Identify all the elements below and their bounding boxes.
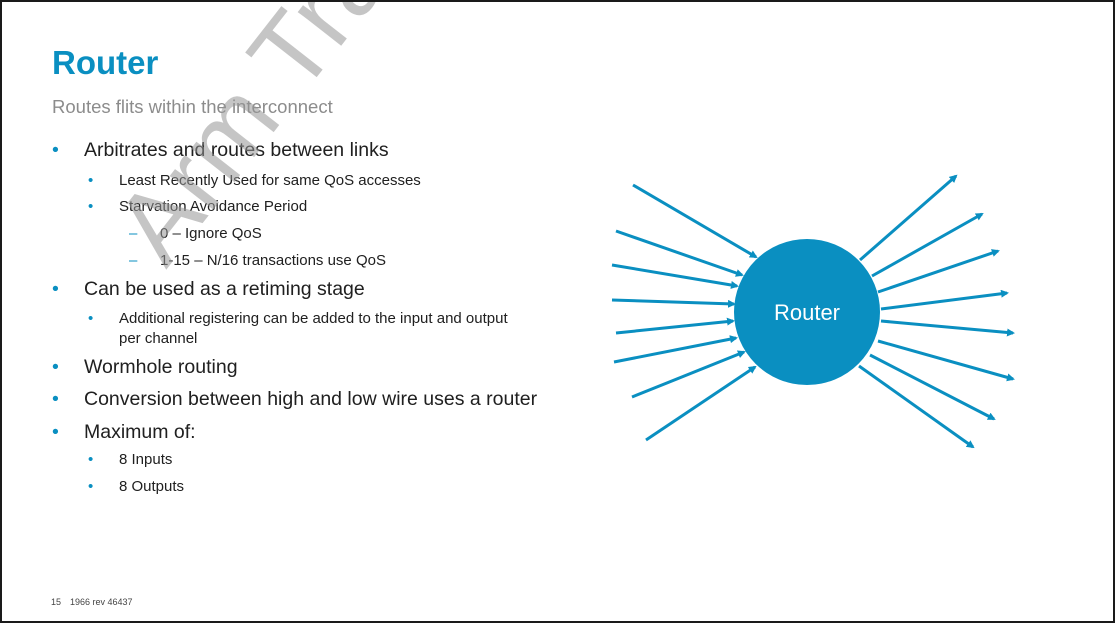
input-arrow [645, 365, 757, 442]
input-arrow [613, 335, 738, 364]
output-arrow [859, 174, 958, 262]
output-arrow [877, 339, 1015, 382]
bullet-item: 1-15 – N/16 transactions use QoS [160, 252, 386, 269]
bullet-item-continued: per channel [119, 330, 198, 347]
bullet-item: 0 – Ignore QoS [160, 225, 262, 242]
output-arrow [871, 212, 984, 278]
bullet-marker: – [129, 252, 138, 269]
bullet-marker: • [52, 388, 59, 410]
bullet-marker: • [52, 421, 59, 443]
output-arrow [877, 249, 1000, 294]
input-arrow [611, 298, 736, 308]
bullet-item: 8 Inputs [119, 451, 173, 468]
bullet-item: Conversion between high and low wire use… [84, 388, 538, 410]
bullet-marker: • [52, 278, 59, 300]
bullet-item: Least Recently Used for same QoS accesse… [119, 172, 421, 189]
slide-title: Router [52, 44, 159, 81]
bullet-marker: • [88, 451, 94, 468]
bullet-marker: – [129, 225, 138, 242]
bullet-marker: • [52, 356, 59, 378]
input-arrow [615, 317, 735, 335]
bullet-marker: • [88, 172, 94, 189]
bullet-marker: • [88, 478, 94, 495]
router-node-label: Router [774, 300, 840, 325]
slide-subtitle: Routes flits within the interconnect [52, 96, 333, 117]
output-arrow [858, 364, 975, 449]
bullet-item: Starvation Avoidance Period [119, 198, 308, 215]
bullet-item: 8 Outputs [119, 478, 185, 495]
bullet-item: Additional registering can be added to t… [119, 310, 508, 327]
output-arrows [858, 174, 1015, 449]
page-number: 15 [51, 597, 62, 607]
bullet-list: • Arbitrates and routes between links • … [2, 2, 642, 562]
bullet-marker: • [88, 310, 94, 327]
router-node [734, 239, 880, 385]
input-arrow [631, 350, 746, 399]
bullet-item: Wormhole routing [84, 356, 238, 378]
bullet-marker: • [88, 198, 94, 215]
output-arrow [880, 319, 1015, 337]
slide-footer: 15 1966 rev 46437 [51, 597, 142, 607]
router-diagram: Router [611, 174, 1015, 449]
output-arrow [880, 289, 1009, 311]
bullet-item: Maximum of: [84, 421, 196, 443]
document-reference: 1966 rev 46437 [70, 597, 133, 607]
bullet-marker: • [52, 139, 59, 161]
input-arrow [615, 229, 744, 277]
bullet-item: Arbitrates and routes between links [84, 139, 389, 161]
bullet-item: Can be used as a retiming stage [84, 278, 365, 300]
input-arrow [632, 183, 758, 259]
output-arrow [869, 353, 996, 421]
input-arrow [611, 263, 739, 289]
input-arrows [611, 183, 758, 442]
